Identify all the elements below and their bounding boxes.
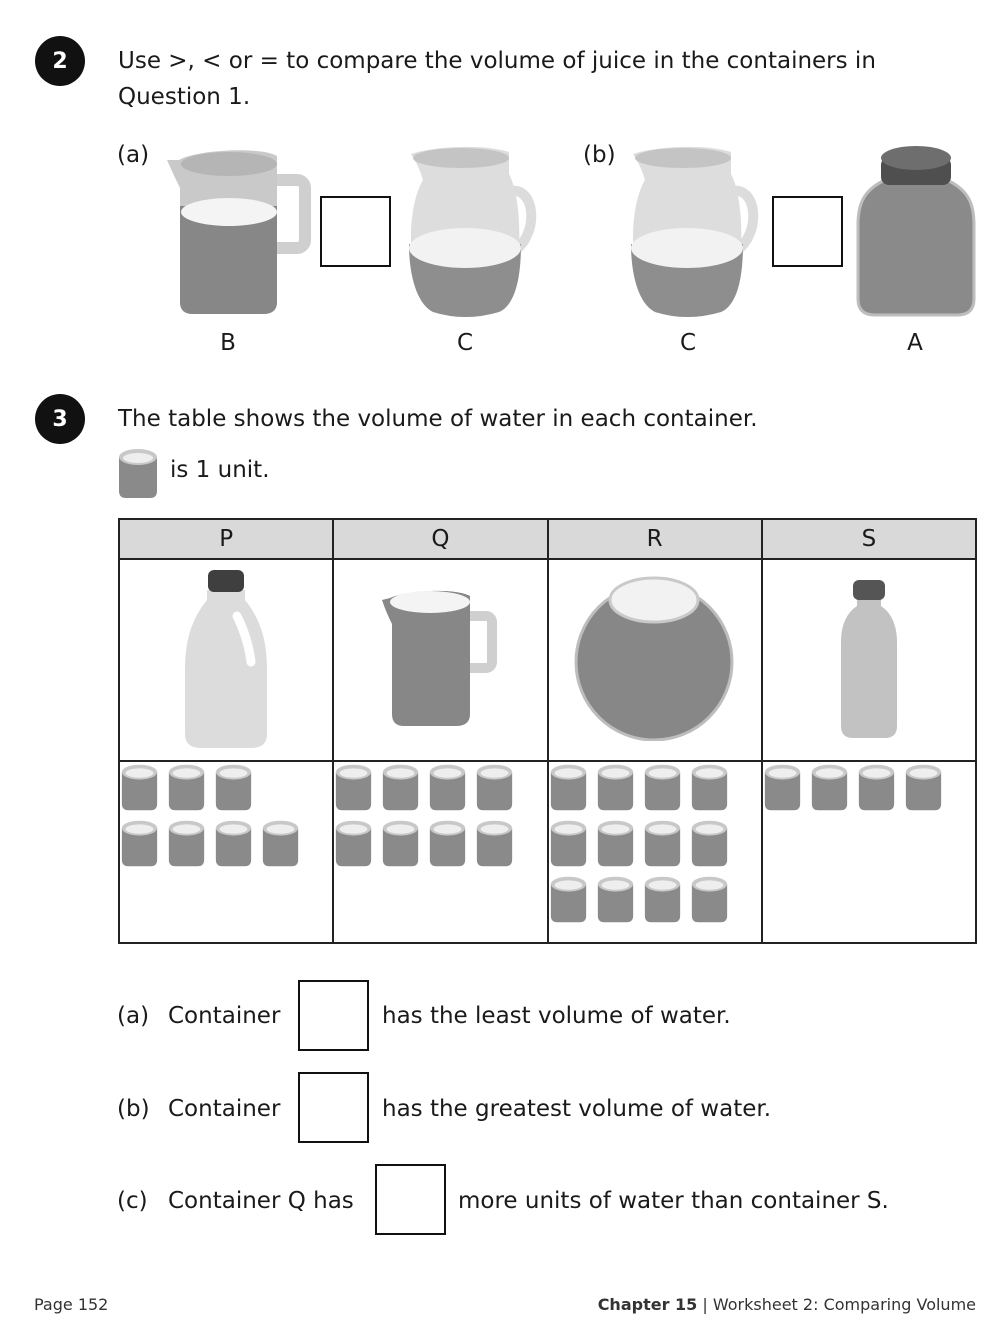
units-s-cell [760, 760, 978, 944]
units-r [549, 762, 761, 930]
unit-text: is 1 unit. [170, 457, 270, 483]
unit-cup-icon [691, 876, 727, 923]
unit-cup-icon [168, 820, 205, 867]
question-3-intro: The table shows the volume of water in e… [118, 406, 758, 432]
units-q [334, 762, 546, 874]
unit-cup-row [334, 762, 546, 818]
question-3c-before: Container Q has [168, 1188, 354, 1214]
page-number: Page 152 [34, 1295, 109, 1314]
units-s [763, 762, 975, 818]
unit-cup-icon [597, 820, 633, 867]
header-r: R [546, 518, 763, 560]
unit-cup-icon [691, 820, 727, 867]
unit-cup-icon [644, 820, 680, 867]
unit-cup-row [120, 762, 332, 818]
compare-box-2b[interactable] [772, 196, 843, 267]
unit-cup-icon [477, 820, 513, 867]
question-3a-after: has the least volume of water. [382, 1003, 731, 1029]
unit-cup-row [334, 818, 546, 874]
unit-cup-icon [383, 764, 419, 811]
unit-cup-icon [644, 764, 680, 811]
footer-separator: | [702, 1295, 708, 1314]
question-2-text-line2: Question 1. [118, 84, 251, 110]
footer-chapter: Chapter 15 [597, 1295, 698, 1314]
milk-bottle-p-illustration [185, 569, 268, 748]
unit-cup-row [120, 818, 332, 874]
unit-cup-icon [336, 820, 372, 867]
bottle-a-label: A [907, 330, 923, 356]
container-q-cell [332, 558, 549, 762]
units-r-cell [546, 760, 763, 944]
unit-cup-icon [383, 820, 419, 867]
compare-box-2a[interactable] [320, 196, 391, 267]
header-q: Q [332, 518, 549, 560]
question-2b-label: (b) [583, 142, 616, 168]
unit-cup-icon [691, 764, 727, 811]
header-p: P [117, 518, 335, 560]
unit-cup-icon [597, 876, 633, 923]
answer-box-3a[interactable] [298, 980, 369, 1051]
unit-cup-icon [336, 764, 372, 811]
header-s: S [760, 518, 978, 560]
unit-cup-icon [811, 764, 847, 811]
jug-b-illustration [167, 150, 311, 314]
unit-cup-icon [121, 764, 158, 811]
unit-cup-icon [905, 764, 941, 811]
round-tank-r-illustration [574, 576, 734, 741]
answer-box-3b[interactable] [298, 1072, 369, 1143]
unit-cup-icon [644, 876, 680, 923]
unit-cup-row [549, 874, 761, 930]
unit-cup-icon [215, 820, 252, 867]
unit-cup-row [763, 762, 975, 818]
unit-cup-icon [430, 820, 466, 867]
jug-c-illustration-b [631, 146, 759, 317]
jug-q-illustration [382, 590, 498, 726]
question-2-number: 2 [35, 36, 85, 86]
footer-chapter-info: Chapter 15 | Worksheet 2: Comparing Volu… [598, 1295, 976, 1314]
unit-cup-icon [550, 876, 586, 923]
bottle-a-illustration [856, 146, 976, 317]
question-3-number: 3 [35, 394, 85, 444]
question-3b-after: has the greatest volume of water. [382, 1096, 772, 1122]
answer-box-3c[interactable] [375, 1164, 446, 1235]
units-q-cell [332, 760, 549, 944]
unit-cup-icon [121, 820, 158, 867]
unit-cup-icon [262, 820, 299, 867]
unit-cup-icon [215, 764, 252, 811]
question-3b-label: (b) [117, 1096, 150, 1122]
unit-cup-icon [597, 764, 633, 811]
units-p [120, 762, 332, 874]
container-r-cell [546, 558, 763, 762]
unit-cup-row [549, 762, 761, 818]
unit-cup-icon [858, 764, 894, 811]
unit-cup-icon [550, 820, 586, 867]
question-3c-after: more units of water than container S. [458, 1188, 889, 1214]
container-p-cell [117, 558, 335, 762]
jug-c-illustration-a [409, 146, 537, 317]
question-3b-before: Container [168, 1096, 281, 1122]
unit-cup-icon [764, 764, 800, 811]
unit-cup-icon [550, 764, 586, 811]
question-2-text-line1: Use >, < or = to compare the volume of j… [118, 48, 876, 74]
unit-cup-icon [168, 764, 205, 811]
footer-worksheet: Worksheet 2: Comparing Volume [712, 1295, 976, 1314]
volume-table: P Q R S [117, 518, 978, 944]
question-2a-label: (a) [117, 142, 150, 168]
unit-cup-icon [477, 764, 513, 811]
unit-cup-row [549, 818, 761, 874]
jug-c-label-b: C [679, 330, 697, 356]
jug-c-label-a: C [456, 330, 474, 356]
unit-cup-icon [119, 449, 157, 498]
units-p-cell [117, 760, 335, 944]
jug-b-label: B [220, 330, 236, 356]
question-3c-label: (c) [117, 1188, 148, 1214]
container-s-cell [760, 558, 978, 762]
question-3a-label: (a) [117, 1003, 150, 1029]
bottle-s-illustration [840, 579, 897, 738]
question-3a-before: Container [168, 1003, 281, 1029]
unit-cup-icon [430, 764, 466, 811]
